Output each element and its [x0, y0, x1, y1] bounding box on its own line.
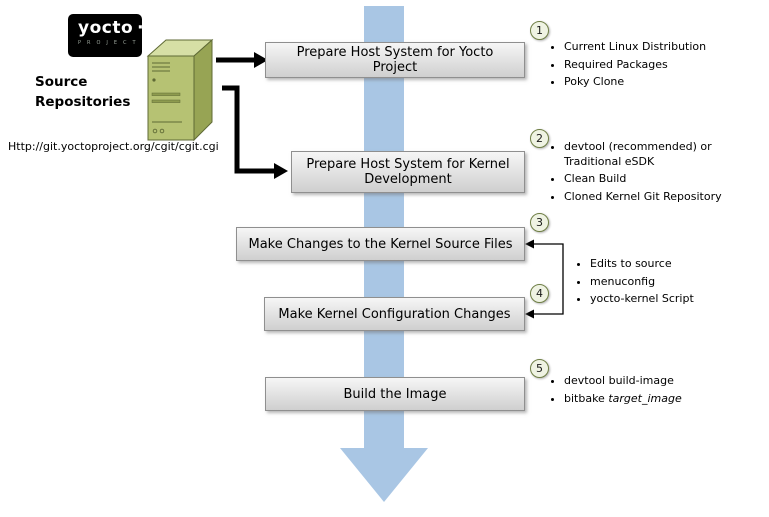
step-box-4-label: Make Kernel Configuration Changes — [278, 306, 511, 322]
step-box-3: Make Changes to the Kernel Source Files — [236, 227, 525, 261]
bullet-item: Required Packages — [564, 58, 761, 73]
step-box-5: Build the Image — [265, 377, 525, 411]
black-arrow-icon — [216, 52, 268, 68]
server-icon — [146, 38, 214, 142]
step-number-3: 3 — [530, 213, 549, 232]
step-number-3-text: 3 — [536, 216, 543, 229]
source-label-line1: Source — [35, 74, 88, 90]
source-repositories-url: Http://git.yoctoproject.org/cgit/cgit.cg… — [8, 140, 219, 153]
bullet-item: Edits to source — [590, 257, 752, 272]
bullet-item: Clean Build — [564, 172, 746, 187]
step-number-2: 2 — [530, 129, 549, 148]
step-number-2-text: 2 — [536, 132, 543, 145]
bullet-item: bitbake target_image — [564, 392, 761, 407]
logo-brand-text: yocto — [78, 18, 134, 38]
bullet-item: Cloned Kernel Git Repository — [564, 190, 746, 205]
bullet-item: menuconfig — [590, 275, 752, 290]
yocto-logo: yocto· P R O J E C T — [68, 14, 145, 57]
step-box-5-label: Build the Image — [343, 386, 447, 402]
step-box-1-label: Prepare Host System for Yocto Project — [296, 45, 494, 75]
step-2-bullets: devtool (recommended) or Traditional eSD… — [551, 140, 746, 207]
black-elbow-arrow-icon — [222, 85, 288, 179]
step-1-bullets: Current Linux Distribution Required Pack… — [551, 40, 761, 93]
source-repositories-label: Source Repositories — [35, 72, 130, 113]
bullet-item: Poky Clone — [564, 75, 761, 90]
steps-3-4-bracket — [525, 239, 564, 319]
step-number-1: 1 — [530, 21, 549, 40]
yocto-logo-brand: yocto· — [78, 18, 145, 38]
bitbake-plain-text: bitbake — [564, 391, 609, 405]
bullet-item: devtool (recommended) or Traditional eSD… — [564, 140, 746, 169]
step-5-bullets: devtool build-image bitbake target_image — [551, 374, 761, 409]
source-label-line2: Repositories — [35, 94, 131, 111]
step-box-2-label: Prepare Host System for Kernel Developme… — [306, 157, 510, 187]
steps-3-4-shared-bullets: Edits to source menuconfig yocto-kernel … — [577, 257, 752, 310]
step-box-2: Prepare Host System for Kernel Developme… — [291, 151, 525, 193]
logo-dot: · — [137, 18, 145, 38]
step-number-5-text: 5 — [536, 362, 543, 375]
bullet-item: yocto-kernel Script — [590, 292, 752, 307]
bitbake-italic-text: target_image — [608, 391, 682, 405]
step-number-4: 4 — [530, 284, 549, 303]
step-number-1-text: 1 — [536, 24, 543, 37]
step-number-5: 5 — [530, 359, 549, 378]
step-number-4-text: 4 — [536, 287, 543, 300]
bullet-item: devtool build-image — [564, 374, 761, 389]
step-box-4: Make Kernel Configuration Changes — [264, 297, 525, 331]
step-box-1: Prepare Host System for Yocto Project — [265, 42, 525, 78]
step-box-3-label: Make Changes to the Kernel Source Files — [248, 236, 513, 252]
bullet-item: Current Linux Distribution — [564, 40, 761, 55]
yocto-logo-subtitle: P R O J E C T — [78, 40, 138, 46]
